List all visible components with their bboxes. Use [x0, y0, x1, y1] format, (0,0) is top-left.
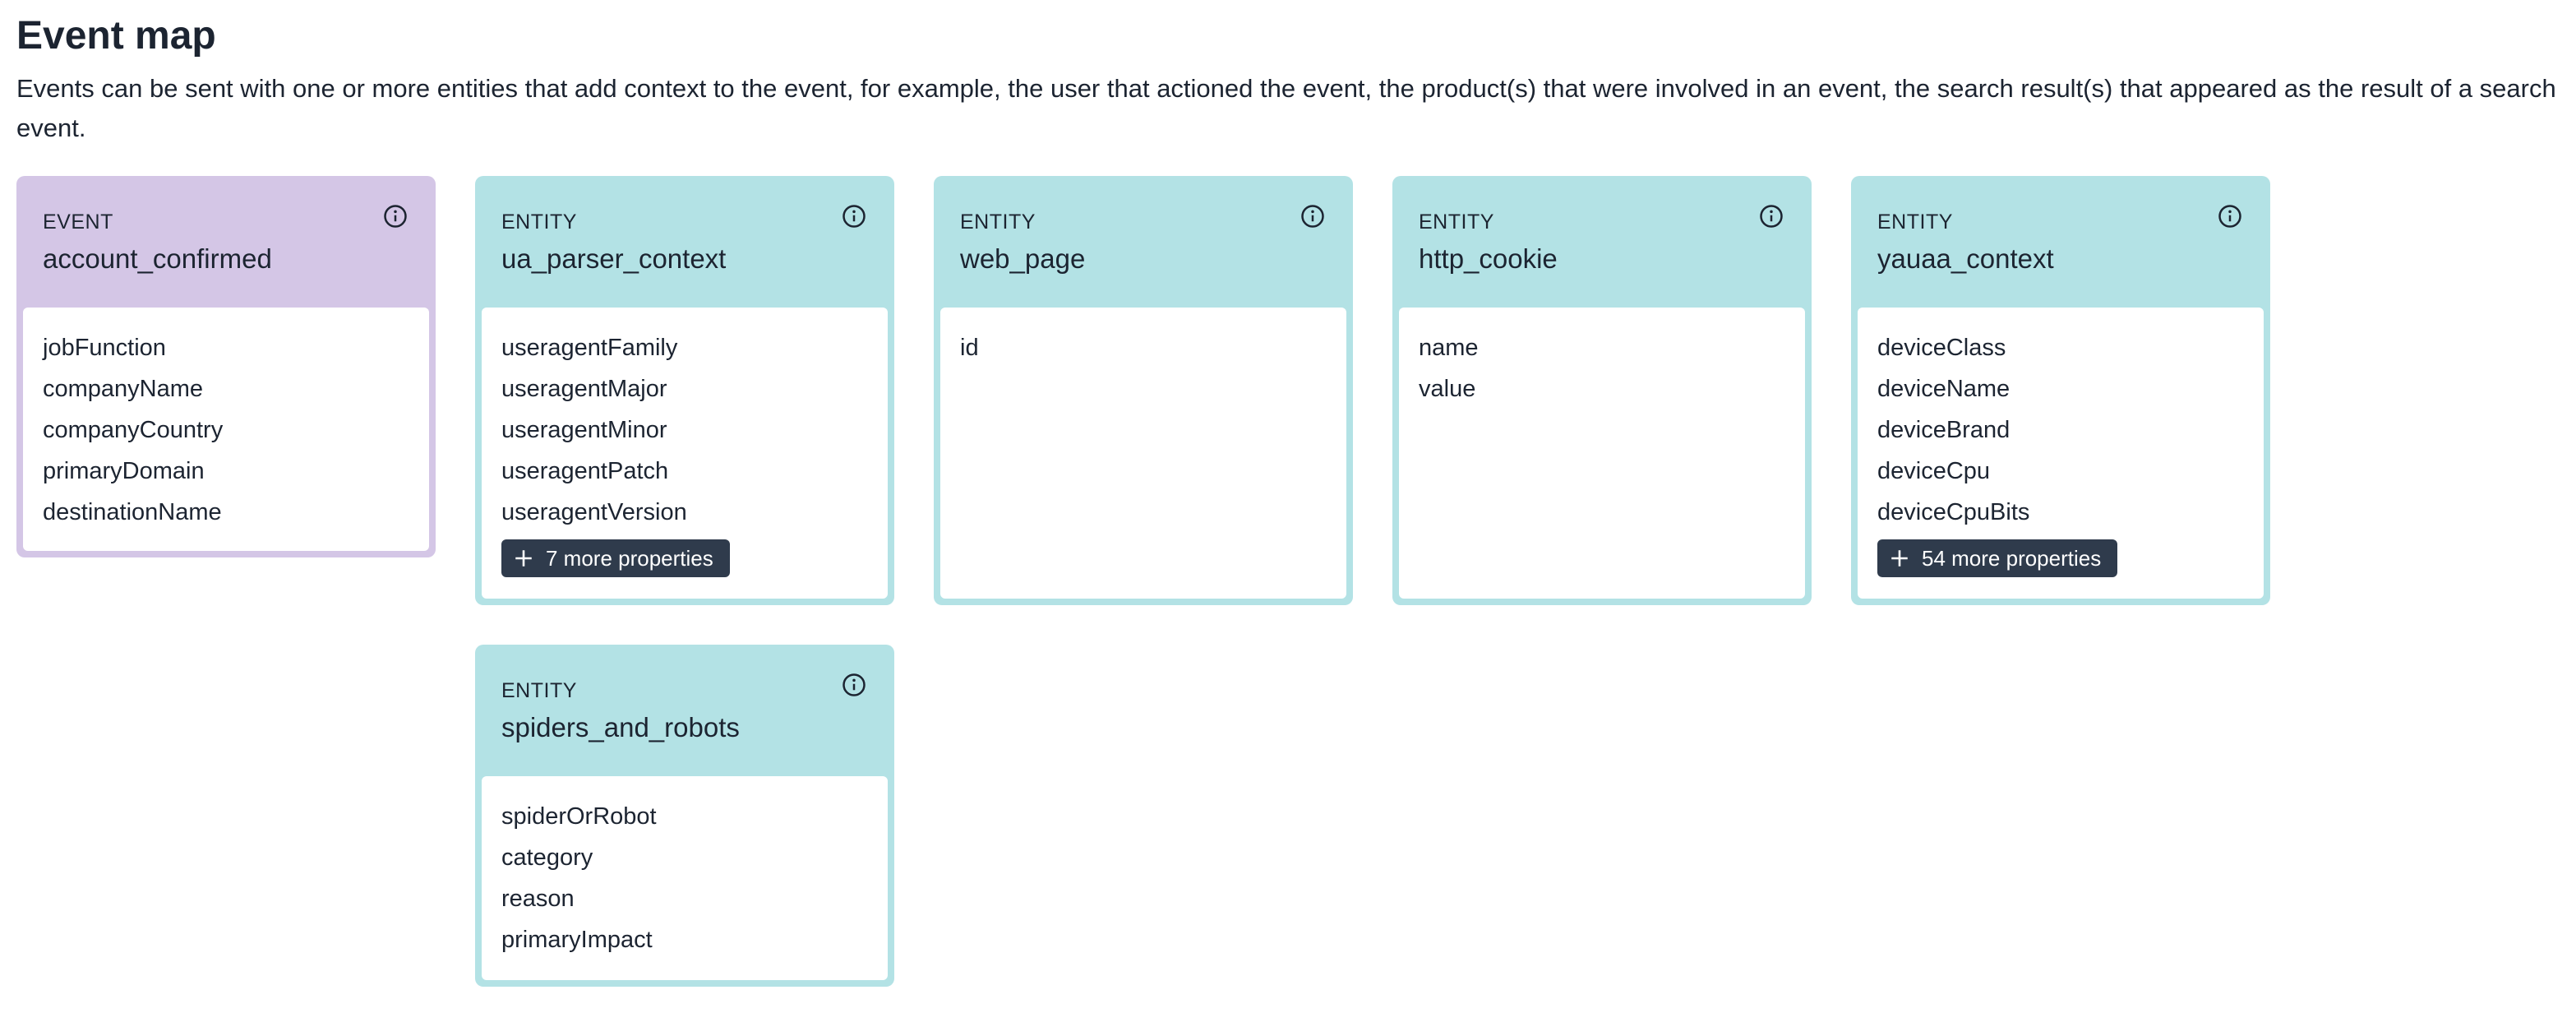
property-item: deviceCpu — [1877, 458, 1991, 484]
more-properties-button[interactable]: 54 more properties — [1877, 539, 2118, 577]
property-item: companyCountry — [43, 417, 224, 443]
property-item: useragentPatch — [501, 458, 669, 484]
page-title: Event map — [16, 14, 216, 58]
card-header: ENTITY web_page — [934, 176, 1353, 308]
property-item: id — [960, 335, 979, 361]
property-item: value — [1419, 376, 1476, 402]
properties-panel: spiderOrRobot category reason primaryImp… — [482, 776, 888, 980]
property-list: jobFunction companyName companyCountry p… — [23, 308, 429, 533]
event-card: EVENT account_confirmed jobFunction comp… — [16, 176, 436, 557]
info-icon[interactable] — [2218, 204, 2242, 229]
property-item: deviceName — [1877, 376, 2010, 402]
properties-panel: useragentFamily useragentMajor useragent… — [482, 308, 888, 599]
property-item: useragentMajor — [501, 376, 667, 402]
property-item: spiderOrRobot — [501, 803, 657, 830]
entity-card: ENTITY web_page id — [934, 176, 1353, 605]
card-name: http_cookie — [1419, 243, 1558, 274]
card-header: ENTITY spiders_and_robots — [475, 645, 894, 776]
property-item: deviceBrand — [1877, 417, 2010, 443]
property-item: category — [501, 844, 593, 871]
property-item: destinationName — [43, 499, 222, 525]
property-list: deviceClass deviceName deviceBrand devic… — [1858, 308, 2264, 533]
card-name: web_page — [960, 243, 1086, 274]
info-icon[interactable] — [842, 673, 866, 697]
info-icon[interactable] — [1759, 204, 1784, 229]
card-kind: EVENT — [43, 210, 113, 234]
card-kind: ENTITY — [501, 679, 577, 702]
property-item: name — [1419, 335, 1479, 361]
card-kind: ENTITY — [960, 210, 1036, 234]
info-icon[interactable] — [1300, 204, 1325, 229]
card-name: yauaa_context — [1877, 243, 2054, 274]
plus-icon — [515, 550, 532, 567]
properties-panel: name value — [1399, 308, 1805, 599]
property-item: primaryImpact — [501, 927, 653, 953]
entity-card: ENTITY spiders_and_robots spiderOrRobot … — [475, 645, 894, 987]
entity-card: ENTITY ua_parser_context useragentFamily… — [475, 176, 894, 605]
card-name: account_confirmed — [43, 243, 272, 274]
property-item: useragentFamily — [501, 335, 678, 361]
property-item: companyName — [43, 376, 204, 402]
plus-icon — [1891, 550, 1908, 567]
property-list: useragentFamily useragentMajor useragent… — [482, 308, 888, 533]
entity-card: ENTITY yauaa_context deviceClass deviceN… — [1851, 176, 2270, 605]
property-list: spiderOrRobot category reason primaryImp… — [482, 776, 888, 960]
property-item: jobFunction — [43, 335, 166, 361]
property-item: useragentMinor — [501, 417, 667, 443]
properties-panel: jobFunction companyName companyCountry p… — [23, 308, 429, 551]
card-kind: ENTITY — [1877, 210, 1953, 234]
page-description: Events can be sent with one or more enti… — [16, 74, 2556, 142]
more-properties-label: 54 more properties — [1922, 545, 2102, 571]
entity-card: ENTITY http_cookie name value — [1392, 176, 1812, 605]
property-item: deviceCpuBits — [1877, 499, 2030, 525]
property-list: id — [940, 308, 1346, 368]
card-header: ENTITY ua_parser_context — [475, 176, 894, 308]
property-item: primaryDomain — [43, 458, 205, 484]
card-name: ua_parser_context — [501, 243, 727, 274]
property-item: useragentVersion — [501, 499, 687, 525]
card-header: ENTITY http_cookie — [1392, 176, 1812, 308]
card-name: spiders_and_robots — [501, 712, 740, 742]
property-item: reason — [501, 886, 575, 912]
properties-panel: deviceClass deviceName deviceBrand devic… — [1858, 308, 2264, 599]
properties-panel: id — [940, 308, 1346, 599]
property-list: name value — [1399, 308, 1805, 409]
card-header: EVENT account_confirmed — [16, 176, 436, 308]
card-header: ENTITY yauaa_context — [1851, 176, 2270, 308]
info-icon[interactable] — [383, 204, 408, 229]
info-icon[interactable] — [842, 204, 866, 229]
more-properties-label: 7 more properties — [546, 545, 713, 571]
card-kind: ENTITY — [501, 210, 577, 234]
card-kind: ENTITY — [1419, 210, 1494, 234]
more-properties-button[interactable]: 7 more properties — [501, 539, 730, 577]
property-item: deviceClass — [1877, 335, 2006, 361]
